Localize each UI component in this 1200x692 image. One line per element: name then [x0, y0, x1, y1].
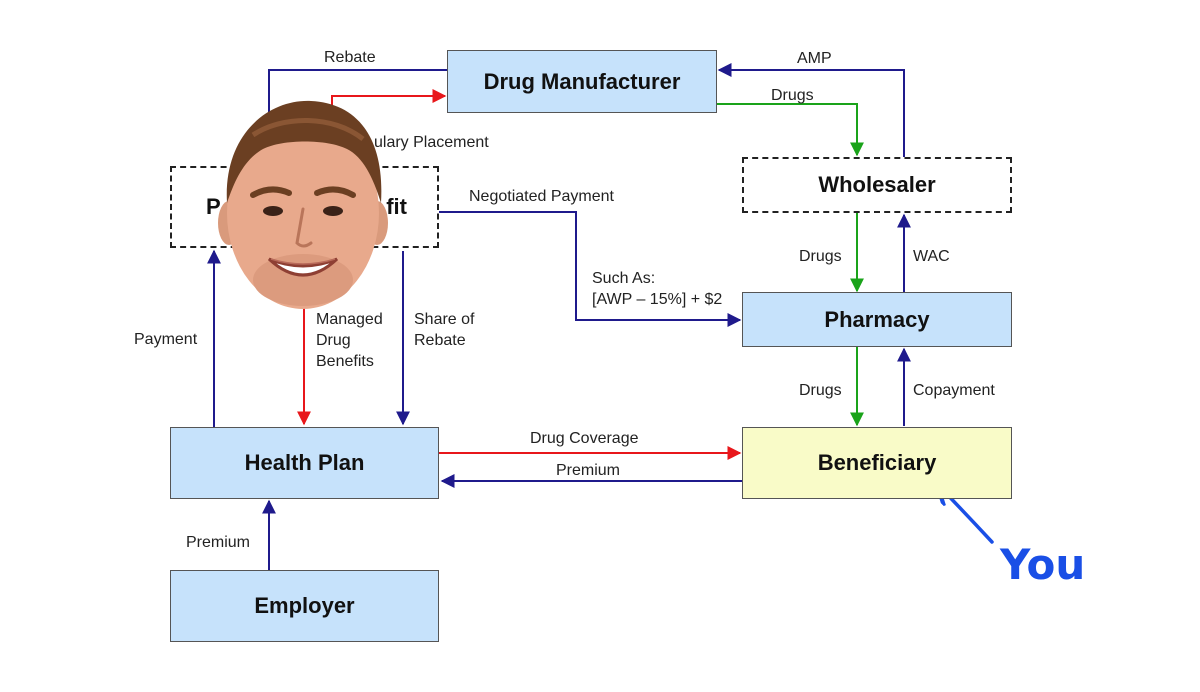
premium-employer-label: Premium: [186, 534, 251, 551]
managed-label-3: Benefits: [316, 353, 374, 370]
pharmacy-label: Pharmacy: [824, 306, 930, 332]
share-label-2: Rebate: [414, 332, 466, 349]
such-as-label: Such As:: [592, 270, 656, 287]
beneficiary-box: Beneficiary: [742, 427, 1012, 499]
premium-plan-label: Premium: [556, 462, 621, 479]
negotiated-label: Negotiated Payment: [469, 188, 614, 205]
wac-label: WAC: [913, 248, 950, 265]
wholesaler-label: Wholesaler: [818, 172, 936, 197]
pbm-label-right: fit: [386, 194, 407, 219]
face-photo-icon: [218, 100, 388, 309]
managed-label-1: Managed: [316, 311, 383, 328]
amp-label: AMP: [797, 50, 832, 67]
drug-manufacturer-box: Drug Manufacturer: [447, 50, 717, 113]
pharmacy-box: Pharmacy: [742, 292, 1012, 347]
awp-formula-label: [AWP – 15%] + $2: [592, 291, 723, 308]
amp-arrow: [717, 63, 905, 157]
copayment-label: Copayment: [913, 382, 995, 399]
drugs-mfr-label: Drugs: [771, 87, 814, 104]
drug-manufacturer-label: Drug Manufacturer: [483, 68, 681, 94]
negotiated-payment-arrow: [439, 211, 742, 327]
drug-coverage-label: Drug Coverage: [530, 430, 639, 447]
employer-box: Employer: [170, 570, 439, 642]
health-plan-label: Health Plan: [244, 450, 365, 475]
you-annotation: You: [1000, 540, 1086, 589]
payment-label: Payment: [134, 331, 198, 348]
employer-label: Employer: [254, 593, 355, 618]
managed-label-2: Drug: [316, 332, 351, 349]
drugs-mfr-arrow: [717, 103, 864, 157]
pbm-label-left: P: [206, 194, 221, 219]
rebate-label: Rebate: [324, 49, 376, 66]
health-plan-box: Health Plan: [170, 427, 439, 499]
drugs-wholesaler-label: Drugs: [799, 248, 842, 265]
formulary-label: ulary Placement: [374, 134, 489, 151]
wholesaler-box: Wholesaler: [742, 157, 1012, 213]
beneficiary-label: Beneficiary: [817, 450, 937, 475]
drugs-pharmacy-label: Drugs: [799, 382, 842, 399]
share-label-1: Share of: [414, 311, 475, 328]
